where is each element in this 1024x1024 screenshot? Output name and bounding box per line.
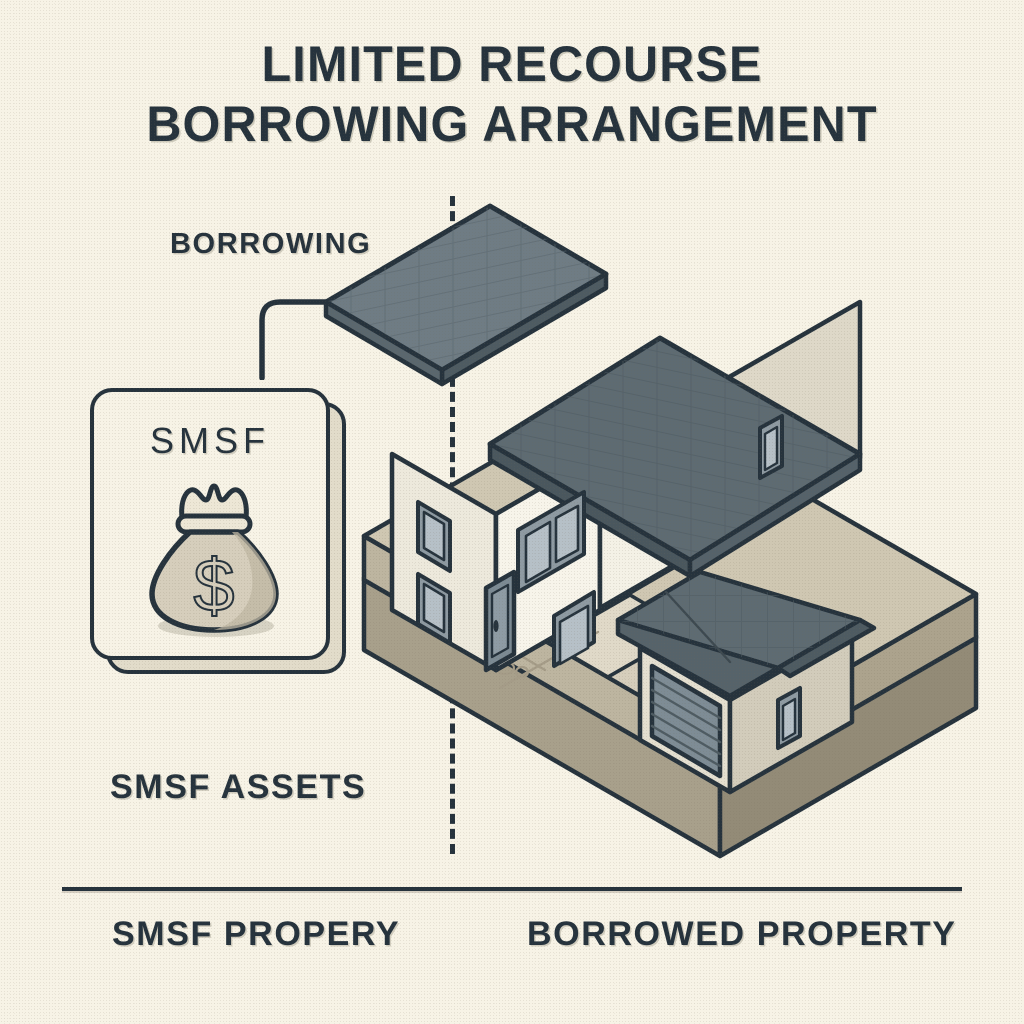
garage	[615, 569, 877, 795]
smsf-card[interactable]: SMSF $	[90, 388, 350, 678]
window-right-wing	[758, 414, 784, 480]
page-title-line-1: LIMITED RECOURSE	[261, 36, 763, 92]
borrowed-property-label: BORROWED PROPERTY	[527, 915, 957, 953]
window-group-front	[516, 490, 596, 668]
roof-right-gable	[487, 335, 863, 579]
money-bag-icon: $	[149, 483, 279, 637]
borrowing-label: BORROWING	[170, 228, 372, 260]
smsf-assets-label: SMSF ASSETS	[110, 768, 367, 806]
front-door	[483, 569, 517, 673]
svg-text:$: $	[193, 544, 234, 627]
smsf-card-heading: SMSF	[149, 420, 270, 461]
window-group-left	[416, 500, 452, 645]
smsf-property-label: SMSF PROPERY	[112, 915, 401, 953]
smsf-card-front-layer: SMSF $	[90, 388, 330, 660]
isometric-house-illustration	[323, 203, 979, 859]
roof-left-gable	[323, 203, 609, 387]
horizontal-divider	[62, 887, 962, 891]
page-title-line-2: BORROWING ARRANGEMENT	[146, 96, 878, 152]
